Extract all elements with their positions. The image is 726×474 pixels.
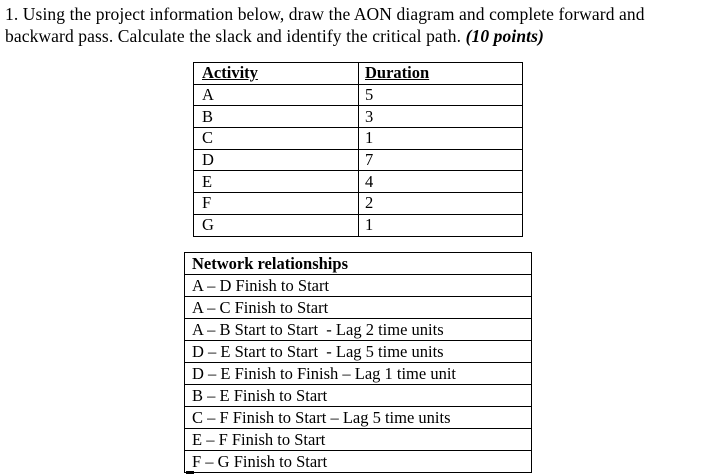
points-label: (10 points) (465, 26, 544, 46)
activity-cell: C (193, 127, 359, 150)
cutoff-text-artifact (186, 471, 194, 474)
relationship-cell: C – F Finish to Start – Lag 5 time units (184, 406, 532, 429)
table-row: C 1 (193, 127, 523, 150)
activity-column-header: Activity (193, 62, 359, 85)
activity-duration-table: Activity Duration A 5 B 3 C 1 D 7 E 4 F … (193, 62, 523, 237)
table-row: A – B Start to Start - Lag 2 time units (184, 318, 532, 341)
table-row: D – E Finish to Finish – Lag 1 time unit (184, 362, 532, 385)
relationship-cell: A – C Finish to Start (184, 296, 532, 319)
duration-cell: 3 (358, 105, 523, 129)
table-row: C – F Finish to Start – Lag 5 time units (184, 406, 532, 429)
activity-cell: A (193, 83, 359, 107)
relationship-cell: E – F Finish to Start (184, 428, 532, 451)
activity-cell: E (193, 170, 359, 194)
duration-cell: 2 (358, 192, 523, 215)
table-row: F 2 (193, 192, 523, 215)
relationship-cell: A – D Finish to Start (184, 274, 532, 297)
table-row: A – C Finish to Start (184, 296, 532, 319)
relationship-cell: A – B Start to Start - Lag 2 time units (184, 318, 532, 341)
duration-cell: 5 (358, 83, 523, 107)
activity-cell: B (193, 105, 359, 129)
duration-column-header: Duration (358, 62, 523, 85)
relationship-cell: D – E Start to Start - Lag 5 time units (184, 340, 532, 363)
activity-cell: F (193, 192, 359, 215)
duration-cell: 1 (358, 127, 523, 150)
question-line-1: 1. Using the project information below, … (5, 4, 645, 24)
question-text: 1. Using the project information below, … (5, 3, 721, 47)
activity-cell: G (193, 213, 359, 237)
table-row: E – F Finish to Start (184, 428, 532, 451)
duration-cell: 1 (358, 213, 523, 237)
table-row: B – E Finish to Start (184, 384, 532, 407)
activity-cell: D (193, 148, 359, 172)
table-row: D – E Start to Start - Lag 5 time units (184, 340, 532, 363)
table-row: G 1 (193, 213, 523, 237)
question-line-2: backward pass. Calculate the slack and i… (5, 26, 466, 46)
table-header-row: Activity Duration (193, 62, 523, 85)
table-header-row: Network relationships (184, 252, 532, 275)
relationship-cell: F – G Finish to Start (184, 450, 532, 473)
table-row: A 5 (193, 83, 523, 107)
relationship-cell: B – E Finish to Start (184, 384, 532, 407)
duration-cell: 7 (358, 148, 523, 172)
network-relationships-table: Network relationships A – D Finish to St… (184, 252, 532, 473)
table-row: B 3 (193, 105, 523, 129)
table-row: D 7 (193, 148, 523, 172)
duration-cell: 4 (358, 170, 523, 194)
table-row: E 4 (193, 170, 523, 194)
relationship-cell: D – E Finish to Finish – Lag 1 time unit (184, 362, 532, 385)
table-row: A – D Finish to Start (184, 274, 532, 297)
network-relationships-header: Network relationships (184, 252, 532, 275)
table-row: F – G Finish to Start (184, 450, 532, 473)
